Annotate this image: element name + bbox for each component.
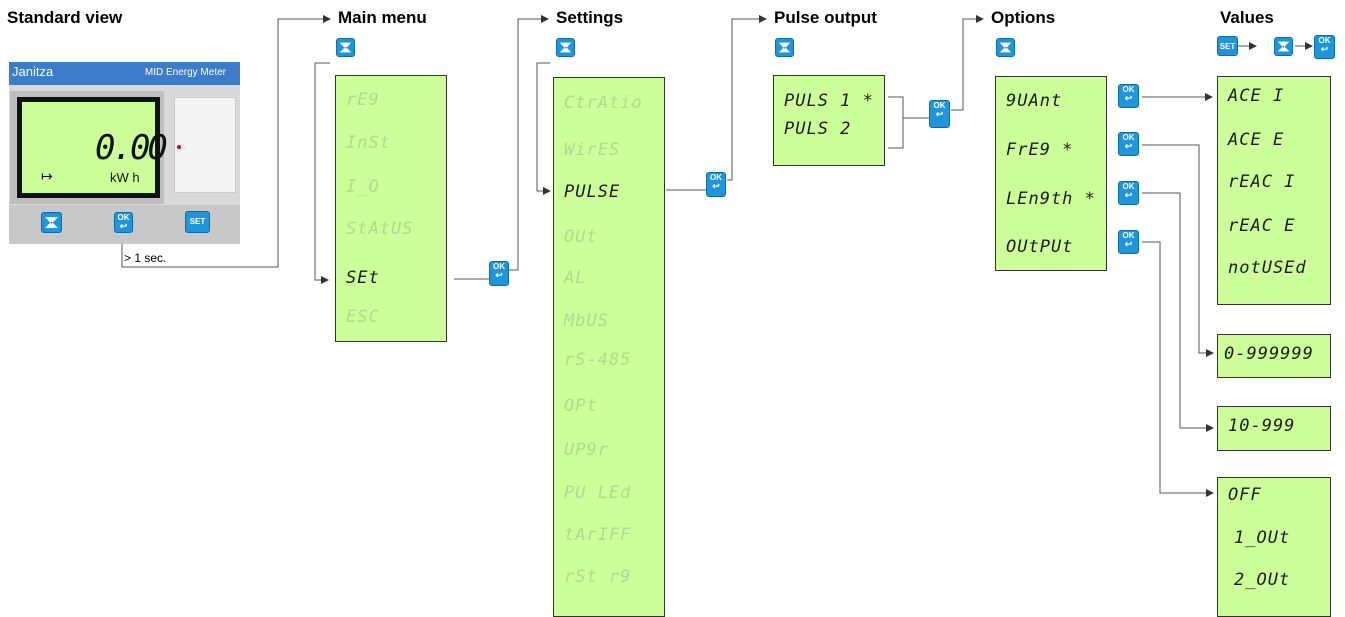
quantity-value: rEAC E bbox=[1228, 216, 1296, 236]
main-menu-item: StAtUS bbox=[346, 219, 414, 239]
settings-item: OUt bbox=[564, 227, 598, 247]
device-brand: Janitza bbox=[12, 64, 54, 79]
settings-item: tArIFF bbox=[564, 525, 632, 545]
down-arrow-icon bbox=[45, 217, 58, 228]
device-side-panel bbox=[174, 97, 236, 193]
main-menu-header: Main menu bbox=[338, 8, 427, 27]
device-ok-button[interactable]: OK↩ bbox=[114, 212, 133, 233]
pulse-output-header: Pulse output bbox=[774, 8, 877, 27]
enter-icon: ↩ bbox=[935, 109, 944, 119]
enter-icon: ↩ bbox=[119, 221, 128, 231]
frequency-range-panel: 0-999999 bbox=[1217, 334, 1331, 378]
settings-item-pulse: PULSE bbox=[564, 182, 621, 202]
values-down-button[interactable] bbox=[1274, 37, 1293, 56]
pulse-output-item: PULS 2 bbox=[784, 119, 852, 139]
main-menu-panel: rE9 InSt I_O StAtUS SEt ESC bbox=[335, 75, 447, 342]
main-menu-ok-button[interactable]: OK↩ bbox=[489, 261, 509, 286]
main-menu-item: I_O bbox=[346, 177, 380, 197]
settings-header: Settings bbox=[556, 8, 624, 27]
energy-meter-device: Janitza MID Energy Meter 0.00 ↦ kW h OK↩… bbox=[9, 62, 240, 244]
quantity-values-panel: ACE I ACE E rEAC I rEAC E notUSEd bbox=[1217, 76, 1331, 305]
main-menu-item: rE9 bbox=[346, 90, 380, 110]
meter-unit: kW h bbox=[110, 170, 140, 185]
enter-icon: ↩ bbox=[712, 181, 720, 191]
enter-icon: ↩ bbox=[1320, 44, 1329, 54]
device-down-button[interactable] bbox=[41, 212, 62, 233]
options-down-button[interactable] bbox=[996, 38, 1015, 57]
quantity-value: ACE I bbox=[1228, 86, 1285, 106]
standard-view-header: Standard view bbox=[7, 8, 123, 27]
options-quantity-ok-button[interactable]: OK↩ bbox=[1118, 84, 1139, 108]
pulse-output-down-button[interactable] bbox=[775, 38, 794, 57]
hold-duration-caption: > 1 sec. bbox=[124, 251, 167, 265]
settings-item: WirES bbox=[564, 140, 621, 160]
settings-item: AL bbox=[564, 268, 587, 288]
down-arrow-icon bbox=[339, 42, 352, 53]
output-value: 2_OUt bbox=[1234, 570, 1291, 590]
settings-item: UP9r bbox=[564, 440, 609, 460]
options-item-length: LEn9th * bbox=[1006, 189, 1096, 209]
enter-icon: ↩ bbox=[495, 270, 503, 280]
options-item-output: OUtPUt bbox=[1006, 237, 1074, 257]
settings-item: rS-485 bbox=[564, 350, 632, 370]
down-arrow-icon bbox=[559, 42, 572, 53]
length-range-panel: 10-999 bbox=[1217, 406, 1331, 451]
enter-icon: ↩ bbox=[1124, 93, 1133, 103]
main-menu-item: ESC bbox=[346, 307, 380, 327]
down-arrow-icon bbox=[778, 42, 791, 53]
quantity-value: rEAC I bbox=[1228, 172, 1296, 192]
length-range-value: 10-999 bbox=[1228, 416, 1296, 436]
options-item-quantity: 9UAnt bbox=[1006, 91, 1063, 111]
settings-item: MbUS bbox=[564, 311, 609, 331]
output-values-panel: OFF 1_OUt 2_OUt bbox=[1217, 477, 1331, 617]
direction-icon: ↦ bbox=[41, 168, 53, 184]
device-set-button[interactable]: SET bbox=[185, 211, 210, 233]
values-set-button[interactable]: SET bbox=[1217, 36, 1238, 56]
lcd-display bbox=[22, 102, 155, 193]
quantity-value: ACE E bbox=[1228, 130, 1285, 150]
settings-item: rSt r9 bbox=[564, 567, 632, 587]
quantity-value: notUSEd bbox=[1228, 258, 1307, 278]
frequency-range-value: 0-999999 bbox=[1224, 344, 1314, 364]
main-menu-down-button[interactable] bbox=[336, 38, 355, 57]
status-led bbox=[177, 145, 181, 149]
meter-reading: 0.00 bbox=[95, 128, 168, 168]
settings-ok-button[interactable]: OK↩ bbox=[706, 172, 726, 197]
settings-panel: CtrAtio WirES PULSE OUt AL MbUS rS-485 O… bbox=[553, 77, 665, 617]
pulse-output-panel: PULS 1 * PULS 2 bbox=[773, 75, 885, 166]
values-ok-button[interactable]: OK↩ bbox=[1314, 35, 1335, 59]
down-arrow-icon bbox=[1277, 41, 1290, 52]
options-item-frequency: FrE9 * bbox=[1006, 140, 1074, 160]
settings-item: OPt bbox=[564, 396, 598, 416]
pulse-output-item: PULS 1 * bbox=[784, 91, 874, 111]
device-title-bar: Janitza MID Energy Meter bbox=[9, 62, 240, 85]
settings-item: CtrAtio bbox=[564, 93, 643, 113]
options-length-ok-button[interactable]: OK↩ bbox=[1118, 181, 1139, 205]
options-header: Options bbox=[991, 8, 1056, 27]
settings-down-button[interactable] bbox=[556, 38, 575, 57]
output-value: OFF bbox=[1228, 485, 1262, 505]
main-menu-item-set: SEt bbox=[346, 268, 380, 288]
options-panel: 9UAnt FrE9 * LEn9th * OUtPUt bbox=[995, 76, 1107, 271]
options-frequency-ok-button[interactable]: OK↩ bbox=[1118, 132, 1139, 156]
enter-icon: ↩ bbox=[1124, 239, 1133, 249]
pulse-output-ok-button[interactable]: OK↩ bbox=[929, 100, 950, 128]
enter-icon: ↩ bbox=[1124, 141, 1133, 151]
enter-icon: ↩ bbox=[1124, 190, 1133, 200]
options-output-ok-button[interactable]: OK↩ bbox=[1118, 230, 1139, 254]
output-value: 1_OUt bbox=[1234, 528, 1291, 548]
settings-item: PU LEd bbox=[564, 483, 632, 503]
device-model: MID Energy Meter bbox=[144, 67, 226, 78]
down-arrow-icon bbox=[999, 42, 1012, 53]
values-header: Values bbox=[1220, 8, 1274, 27]
main-menu-item: InSt bbox=[346, 133, 391, 153]
